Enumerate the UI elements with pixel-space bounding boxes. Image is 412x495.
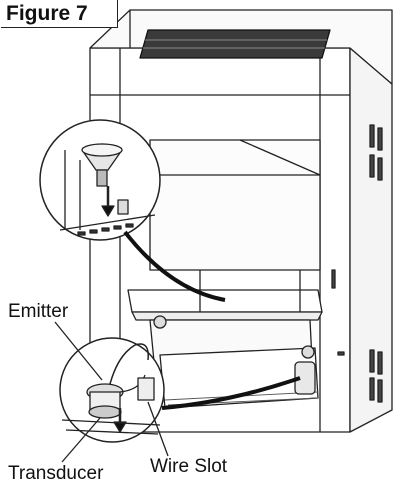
emitter-pointer: [54, 321, 103, 381]
emitter-label: Emitter: [8, 301, 69, 322]
figure-title: Figure 7: [6, 2, 88, 25]
lower-leader-line: [161, 376, 301, 410]
transducer-pointer: [61, 417, 101, 463]
wire-slot-pointer: [147, 401, 169, 457]
inner-cavity: [149, 139, 321, 271]
upper-leader-line: [123, 230, 226, 302]
lower-detail-callout: [59, 337, 165, 443]
transducer-label: Transducer: [8, 463, 104, 484]
side-vent-slots: [331, 124, 383, 403]
upper-detail-callout: [39, 119, 161, 241]
top-grille-vent: [139, 29, 331, 59]
wire-slot-label: Wire Slot: [150, 456, 228, 477]
figure-title-box: [1, 0, 118, 28]
water-tray: [127, 270, 323, 409]
